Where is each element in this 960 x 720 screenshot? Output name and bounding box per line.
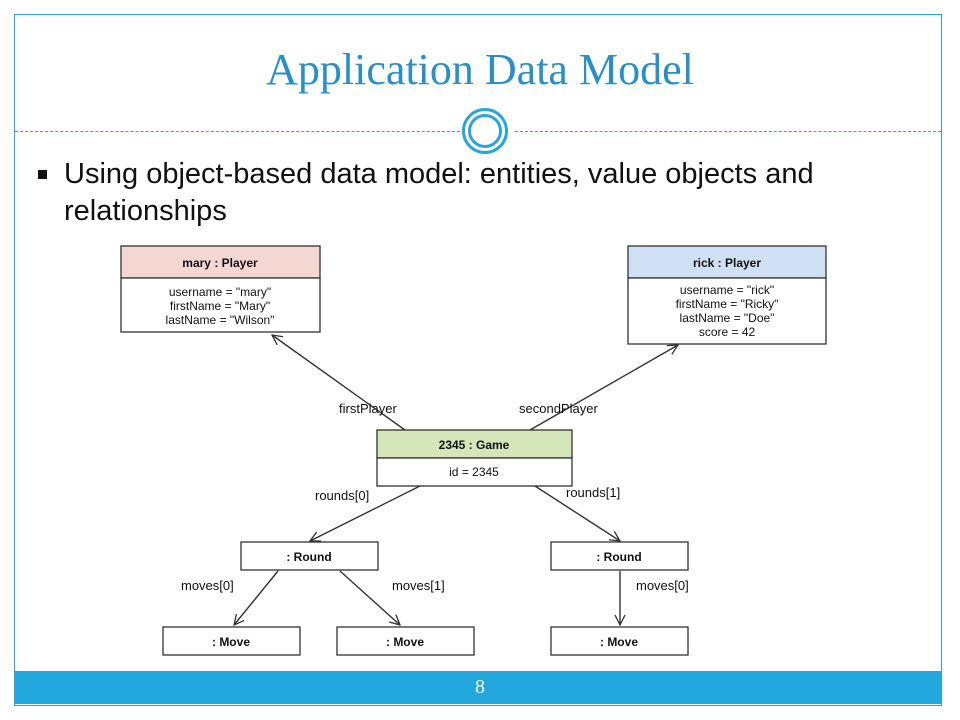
- move-box-2: : Move: [336, 626, 475, 656]
- moves1-left-link: [339, 570, 400, 625]
- game-header: 2345 : Game: [439, 438, 510, 452]
- rounds1-label: rounds[1]: [566, 485, 620, 500]
- round-box-left: : Round: [240, 541, 379, 571]
- mary-attr-username: username = "mary": [169, 285, 271, 299]
- moves0-left-link: [234, 570, 279, 625]
- title-divider-right: [515, 131, 941, 132]
- move-box-3: : Move: [550, 626, 689, 656]
- move-3-label: : Move: [600, 635, 638, 649]
- round-right-label: : Round: [596, 550, 641, 564]
- rick-attr-lastname: lastName = "Doe": [680, 311, 775, 325]
- slide-frame: [14, 14, 942, 706]
- mary-header: mary : Player: [182, 256, 258, 270]
- move-box-1: : Move: [162, 626, 301, 656]
- mary-attr-lastname: lastName = "Wilson": [166, 313, 275, 327]
- second-player-label: secondPlayer: [519, 401, 598, 416]
- first-player-label: firstPlayer: [339, 401, 397, 416]
- game-attr-id: id = 2345: [449, 465, 499, 479]
- move-1-label: : Move: [212, 635, 250, 649]
- bullet-square-icon: [38, 170, 47, 179]
- move-2-label: : Move: [386, 635, 424, 649]
- divider-ring-icon: [462, 108, 508, 154]
- moves1-left-label: moves[1]: [392, 578, 445, 593]
- game-box: 2345 : Game id = 2345: [376, 429, 573, 487]
- rounds1-link: [534, 485, 620, 541]
- moves0-left-label: moves[0]: [181, 578, 234, 593]
- rick-attr-firstname: firstName = "Ricky": [676, 297, 779, 311]
- round-left-label: : Round: [286, 550, 331, 564]
- bullet-text: Using object-based data model: entities,…: [64, 158, 814, 227]
- title-divider-left: [15, 131, 465, 132]
- footer-bar: [15, 671, 941, 704]
- mary-player-box: mary : Player username = "mary" firstNam…: [120, 245, 321, 333]
- rick-player-box: rick : Player username = "rick" firstNam…: [627, 245, 827, 345]
- rounds0-label: rounds[0]: [315, 488, 369, 503]
- moves0-right-label: moves[0]: [636, 578, 689, 593]
- divider-ring-inner: [468, 114, 502, 148]
- connectors: [234, 335, 678, 625]
- mary-attr-firstname: firstName = "Mary": [170, 299, 270, 313]
- rick-attr-username: username = "rick": [680, 283, 774, 297]
- second-player-link: [529, 345, 678, 431]
- first-player-link: [272, 335, 406, 431]
- slide-title: Application Data Model: [266, 45, 694, 94]
- rounds0-link: [310, 485, 421, 541]
- rick-header: rick : Player: [693, 256, 761, 270]
- page-number: 8: [475, 676, 485, 698]
- rick-attr-score: score = 42: [699, 325, 756, 339]
- round-box-right: : Round: [550, 541, 689, 571]
